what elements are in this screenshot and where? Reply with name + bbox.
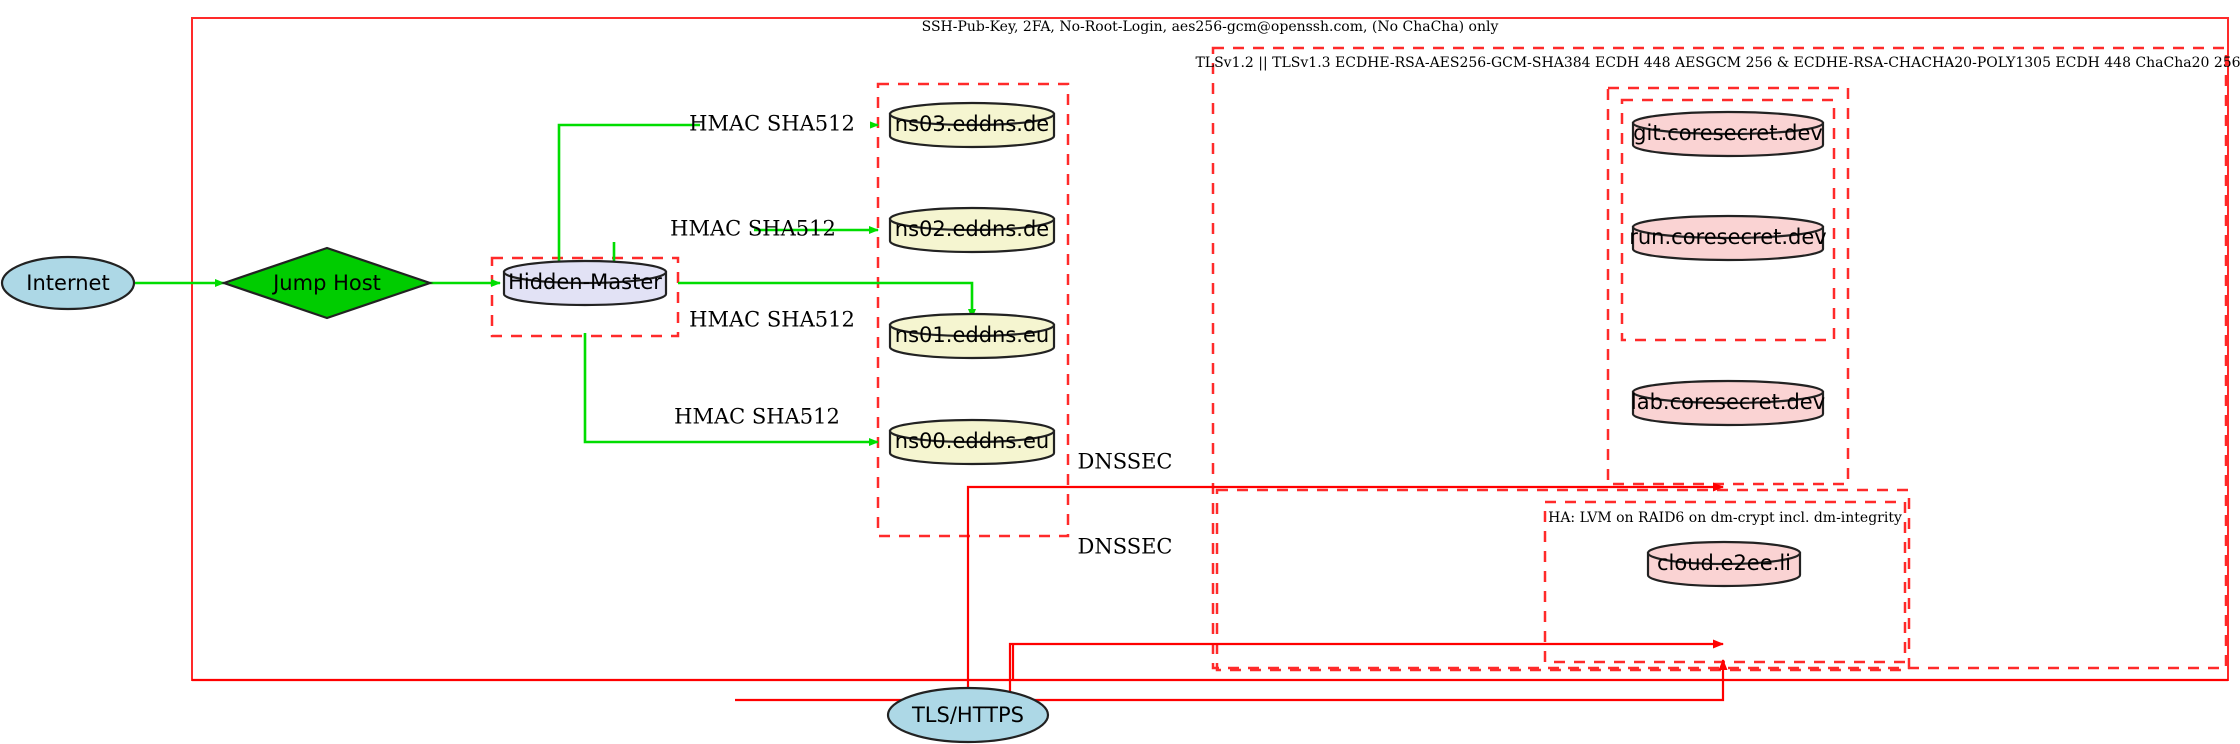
edge-label-hmac-ns00: HMAC SHA512 xyxy=(674,405,840,429)
edge-hiddenmaster-to-ns00 xyxy=(583,333,879,446)
node-git-coresecret[interactable]: git.coresecret.dev xyxy=(1631,110,1825,158)
cluster-hidden-master-box xyxy=(490,256,680,338)
node-ns02-label: ns02.eddns.de xyxy=(895,217,1049,241)
edge-dnssec-lower xyxy=(1008,639,1724,700)
cluster-ssh-box xyxy=(191,17,2229,681)
node-git-coresecret-label: git.coresecret.dev xyxy=(1633,121,1823,145)
node-run-coresecret-label: run.coresecret.dev xyxy=(1629,225,1827,249)
cluster-ssh-label: SSH-Pub-Key, 2FA, No-Root-Login, aes256-… xyxy=(922,19,1499,35)
edge-label-hmac-ns01: HMAC SHA512 xyxy=(689,308,855,332)
node-ns00-label: ns00.eddns.eu xyxy=(895,429,1049,453)
node-internet-label: Internet xyxy=(26,271,109,295)
cluster-tls-label: TLSv1.2 || TLSv1.3 ECDHE-RSA-AES256-GCM-… xyxy=(1195,55,2240,71)
node-tls-https-label: TLS/HTTPS xyxy=(911,703,1024,727)
node-lab-coresecret-label: lab.coresecret.dev xyxy=(1631,390,1825,414)
edge-label-hmac-ns02: HMAC SHA512 xyxy=(670,217,836,241)
edge-label-group: HMAC SHA512 HMAC SHA512 HMAC SHA512 HMAC… xyxy=(584,112,1173,559)
cluster-cloud-box xyxy=(1215,488,1911,672)
node-ns01[interactable]: ns01.eddns.eu xyxy=(888,312,1056,360)
node-run-coresecret[interactable]: run.coresecret.dev xyxy=(1629,214,1827,262)
node-ns03-label: ns03.eddns.de xyxy=(895,112,1049,136)
node-ns02[interactable]: ns02.eddns.de xyxy=(888,206,1056,254)
node-cloud-e2ee-label: cloud.e2ee.li xyxy=(1657,551,1791,575)
node-jumphost-label: Jump Host xyxy=(271,271,381,295)
edge-label-dnssec-lower: DNSSEC xyxy=(1077,535,1172,559)
edge-tlshttps-to-services xyxy=(735,659,1728,702)
cluster-coresecret-box xyxy=(1606,86,1850,486)
node-cloud-e2ee[interactable]: cloud.e2ee.li xyxy=(1646,540,1802,588)
cluster-gitrun-box xyxy=(1620,98,1836,342)
edge-label-dnssec-upper: DNSSEC xyxy=(1077,450,1172,474)
cluster-tls-box xyxy=(1211,46,2228,670)
node-ns00[interactable]: ns00.eddns.eu xyxy=(888,418,1056,466)
cluster-ha-label: HA: LVM on RAID6 on dm-crypt incl. dm-in… xyxy=(1548,510,1902,526)
edge-label-hmac-ns03: HMAC SHA512 xyxy=(689,112,855,136)
node-internet[interactable]: Internet xyxy=(0,255,136,311)
node-ns03[interactable]: ns03.eddns.de xyxy=(888,101,1056,149)
edge-dnssec-upper xyxy=(966,482,1724,710)
edge-hiddenmaster-to-ns03 xyxy=(557,121,879,263)
node-hidden-master-label: Hidden-Master xyxy=(508,270,662,294)
node-ns01-label: ns01.eddns.eu xyxy=(895,323,1049,347)
node-jumphost[interactable]: Jump Host xyxy=(220,246,434,320)
node-lab-coresecret[interactable]: lab.coresecret.dev xyxy=(1631,379,1825,427)
node-tls-https[interactable]: TLS/HTTPS xyxy=(886,686,1050,744)
edge-hiddenmaster-to-ns01 xyxy=(678,281,976,319)
node-hidden-master[interactable]: Hidden-Master xyxy=(502,259,668,307)
